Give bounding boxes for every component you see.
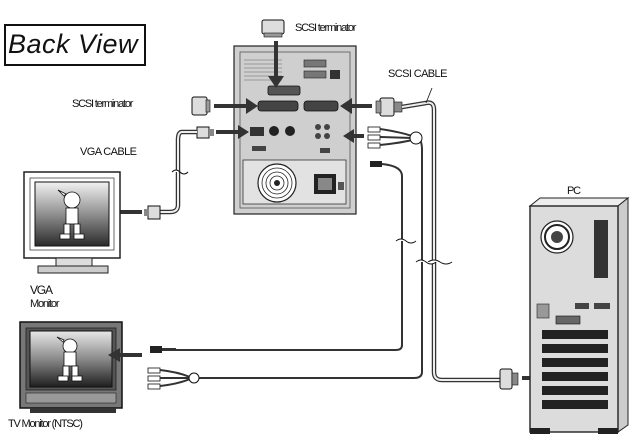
vga-plug-unit	[196, 126, 214, 139]
pc-label: PC	[567, 185, 581, 197]
av-plugs-tv	[147, 346, 176, 390]
s-video-port	[269, 126, 279, 136]
av-plugs-right	[367, 126, 382, 167]
arrow-right-icon	[214, 98, 258, 114]
expansion-slots	[542, 330, 608, 409]
composite-av-cable	[200, 128, 423, 379]
tv-monitor	[19, 321, 123, 413]
scsi-port-top	[267, 85, 301, 96]
vga-monitor-label-line1: VGA	[30, 283, 53, 297]
scsi-terminator-left-label: SCSI terminator	[72, 98, 133, 110]
scsi-terminator-left	[191, 96, 211, 116]
title-box	[4, 24, 146, 66]
scsi-cable-label: SCSI CABLE	[388, 68, 447, 80]
fan-icon	[257, 163, 297, 203]
vga-monitor-label-line2: Monitor	[30, 298, 59, 310]
vga-plug-monitor	[144, 205, 161, 220]
vga-port	[250, 127, 264, 136]
arrow-left-icon	[340, 98, 372, 114]
scsi-terminator-top	[261, 19, 285, 38]
arrow-right-icon	[216, 125, 249, 139]
scsi-port-left	[257, 100, 299, 112]
scsi-cable-connector	[375, 97, 403, 117]
pc-scsi-connector	[499, 368, 519, 390]
character-image	[56, 336, 83, 382]
vga-cable-label: VGA CABLE	[80, 146, 137, 158]
arrow-down-icon	[268, 41, 284, 88]
s-video-cable	[176, 163, 403, 351]
pc-tower	[528, 196, 630, 434]
vga-monitor	[23, 171, 121, 274]
main-unit	[233, 45, 357, 215]
arrow-left-icon	[108, 348, 142, 362]
fan-icon	[540, 220, 574, 254]
page-title: Back View	[8, 29, 139, 59]
tv-monitor-label: TV Monitor (NTSC)	[8, 418, 83, 430]
arrow-left-icon	[343, 129, 364, 143]
scsi-terminator-top-label: SCSI terminator	[295, 22, 356, 34]
character-image	[57, 189, 85, 240]
scsi-port-right	[303, 100, 339, 112]
